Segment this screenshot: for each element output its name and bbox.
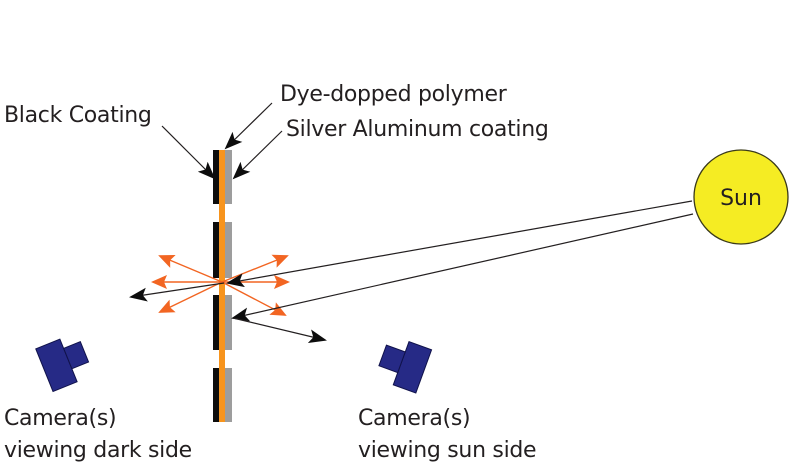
black-coating-layer xyxy=(213,295,219,350)
silver-coating-layer xyxy=(225,150,232,204)
camera-dark-side-icon xyxy=(35,338,90,393)
black-coating-layer xyxy=(213,222,219,278)
camera-sun-side-icon xyxy=(378,340,433,394)
black-coating-layer xyxy=(213,150,219,204)
camera-sun-side-label-line1: Camera(s) xyxy=(358,406,471,431)
incident-ray-2 xyxy=(231,213,694,322)
sun: Sun xyxy=(693,149,789,245)
camera-dark-side-label-line1: Camera(s) xyxy=(4,406,117,431)
sun-label: Sun xyxy=(720,186,762,211)
transmitted-ray xyxy=(129,282,225,302)
sun-rays xyxy=(129,200,694,344)
dye-polymer-layer xyxy=(219,150,225,422)
emission-arrow xyxy=(158,281,223,313)
silver-coating-label: Silver Aluminum coating xyxy=(286,117,549,142)
panel-segment xyxy=(213,295,232,350)
camera-sun-side-label-line2: viewing sun side xyxy=(358,438,537,463)
silver-coating-layer xyxy=(225,368,232,422)
emission-arrow xyxy=(158,254,223,283)
silver-coating-pointer xyxy=(232,130,283,180)
emission-arrow xyxy=(221,281,287,316)
panel-segment xyxy=(213,150,232,204)
panel-segment xyxy=(213,368,232,422)
black-coating-layer xyxy=(213,368,219,422)
sample-panel xyxy=(213,150,232,422)
reflected-ray xyxy=(232,317,327,344)
camera-dark-side-label-line2: viewing dark side xyxy=(4,438,192,463)
dye-polymer-pointer xyxy=(224,102,273,150)
sun-circle xyxy=(693,149,789,245)
dye-polymer-label: Dye-dopped polymer xyxy=(280,82,507,107)
silver-coating-layer xyxy=(225,222,232,278)
panel-segment xyxy=(213,222,232,278)
silver-coating-layer xyxy=(225,295,232,350)
black-coating-label: Black Coating xyxy=(4,103,152,128)
incident-ray-1 xyxy=(226,200,693,288)
black-coating-pointer xyxy=(161,125,216,180)
